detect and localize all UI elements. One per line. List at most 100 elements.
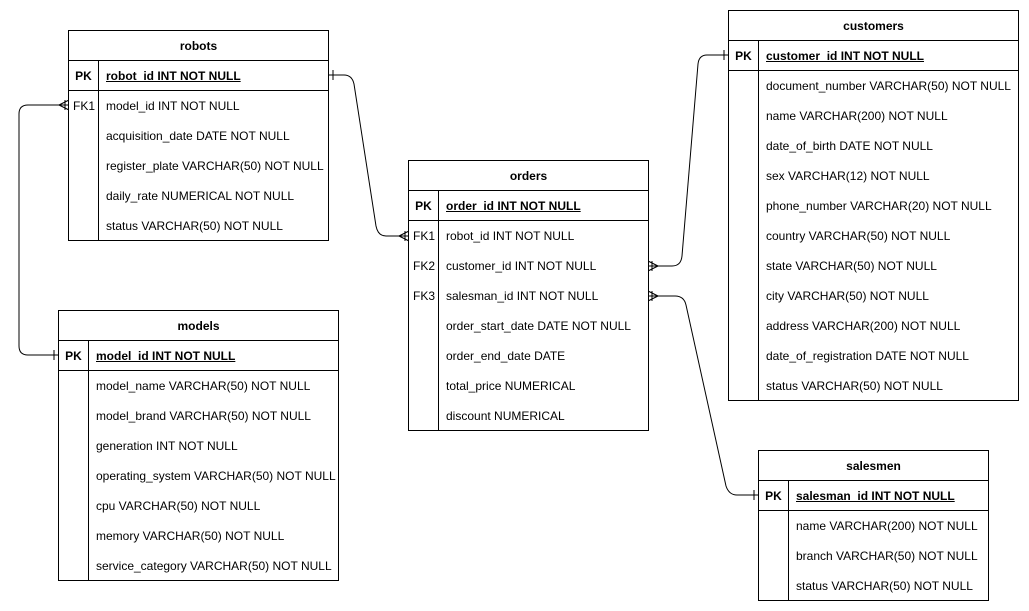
- primary-key-row: PK model_id INT NOT NULL: [59, 341, 338, 371]
- field-name: salesman_id INT NOT NULL: [796, 489, 955, 503]
- field-name: sex VARCHAR(12) NOT NULL: [766, 169, 930, 183]
- key-label: PK: [69, 61, 99, 90]
- field-name: model_id INT NOT NULL: [96, 349, 236, 363]
- field-name: register_plate VARCHAR(50) NOT NULL: [106, 159, 324, 173]
- field-name: robot_id INT NOT NULL: [106, 69, 241, 83]
- field-name: name VARCHAR(200) NOT NULL: [766, 109, 948, 123]
- key-label: [729, 341, 759, 371]
- field-row: model_name VARCHAR(50) NOT NULL: [59, 371, 338, 401]
- field-name: phone_number VARCHAR(20) NOT NULL: [766, 199, 992, 213]
- field-name: acquisition_date DATE NOT NULL: [106, 129, 290, 143]
- field-name: order_id INT NOT NULL: [446, 199, 581, 213]
- key-label: [409, 371, 439, 401]
- key-label: FK2: [412, 259, 435, 273]
- key-label: [409, 401, 439, 431]
- entity-title: robots: [69, 31, 328, 61]
- field-name: service_category VARCHAR(50) NOT NULL: [96, 559, 332, 573]
- key-label: [59, 401, 89, 431]
- primary-key-row: PK salesman_id INT NOT NULL: [759, 481, 988, 511]
- field-name: total_price NUMERICAL: [446, 379, 576, 393]
- field-name: date_of_registration DATE NOT NULL: [766, 349, 969, 363]
- field-row: daily_rate NUMERICAL NOT NULL: [69, 181, 328, 211]
- key-label: [729, 71, 759, 101]
- key-label: FK1: [412, 229, 435, 243]
- field-name: country VARCHAR(50) NOT NULL: [766, 229, 951, 243]
- field-row: document_number VARCHAR(50) NOT NULL: [729, 71, 1018, 101]
- key-label: [59, 431, 89, 461]
- field-name: status VARCHAR(50) NOT NULL: [766, 379, 943, 393]
- key-label: [409, 341, 439, 371]
- field-name: salesman_id INT NOT NULL: [446, 289, 599, 303]
- key-label: PK: [729, 41, 759, 70]
- key-label: [729, 281, 759, 311]
- key-label: [59, 461, 89, 491]
- field-name: city VARCHAR(50) NOT NULL: [766, 289, 929, 303]
- key-label: [729, 101, 759, 131]
- key-label: [69, 211, 99, 241]
- field-name: model_brand VARCHAR(50) NOT NULL: [96, 409, 311, 423]
- field-name: status VARCHAR(50) NOT NULL: [106, 219, 283, 233]
- field-row: status VARCHAR(50) NOT NULL: [759, 571, 988, 601]
- field-row: model_brand VARCHAR(50) NOT NULL: [59, 401, 338, 431]
- field-row: name VARCHAR(200) NOT NULL: [729, 101, 1018, 131]
- key-label: [59, 551, 89, 581]
- entity-title: customers: [729, 11, 1018, 41]
- key-label: [729, 161, 759, 191]
- field-list: model_name VARCHAR(50) NOT NULL model_br…: [59, 371, 338, 581]
- key-label: FK1: [72, 99, 95, 113]
- key-label: FK3: [412, 289, 435, 303]
- field-row: acquisition_date DATE NOT NULL: [69, 121, 328, 151]
- entity-title: orders: [409, 161, 648, 191]
- field-name: order_end_date DATE: [446, 349, 566, 363]
- field-row: country VARCHAR(50) NOT NULL: [729, 221, 1018, 251]
- relationship-salesmen-orders: [647, 290, 759, 500]
- key-label: [59, 371, 89, 401]
- field-row: sex VARCHAR(12) NOT NULL: [729, 161, 1018, 191]
- field-row: status VARCHAR(50) NOT NULL: [729, 371, 1018, 401]
- field-name: memory VARCHAR(50) NOT NULL: [96, 529, 285, 543]
- field-row: total_price NUMERICAL: [409, 371, 648, 401]
- field-row: phone_number VARCHAR(20) NOT NULL: [729, 191, 1018, 221]
- field-row: address VARCHAR(200) NOT NULL: [729, 311, 1018, 341]
- field-name: address VARCHAR(200) NOT NULL: [766, 319, 961, 333]
- field-row: register_plate VARCHAR(50) NOT NULL: [69, 151, 328, 181]
- field-name: state VARCHAR(50) NOT NULL: [766, 259, 937, 273]
- entity-models[interactable]: models PK model_id INT NOT NULL model_na…: [58, 310, 339, 581]
- field-name: customer_id INT NOT NULL: [766, 49, 925, 63]
- field-name: operating_system VARCHAR(50) NOT NULL: [96, 469, 336, 483]
- key-label: [729, 191, 759, 221]
- relationship-customers-orders: [647, 50, 729, 272]
- field-row: date_of_registration DATE NOT NULL: [729, 341, 1018, 371]
- field-name: branch VARCHAR(50) NOT NULL: [796, 549, 978, 563]
- field-row: name VARCHAR(200) NOT NULL: [759, 511, 988, 541]
- field-name: date_of_birth DATE NOT NULL: [766, 139, 933, 153]
- field-row: FK3 salesman_id INT NOT NULL: [409, 281, 648, 311]
- key-label: [59, 491, 89, 521]
- field-row: cpu VARCHAR(50) NOT NULL: [59, 491, 338, 521]
- key-label: [59, 521, 89, 551]
- field-row: memory VARCHAR(50) NOT NULL: [59, 521, 338, 551]
- primary-key-row: PK customer_id INT NOT NULL: [729, 41, 1018, 71]
- field-row: order_start_date DATE NOT NULL: [409, 311, 648, 341]
- field-row: status VARCHAR(50) NOT NULL: [69, 211, 328, 241]
- field-row: generation INT NOT NULL: [59, 431, 338, 461]
- key-label: [759, 511, 789, 541]
- key-label: [729, 371, 759, 401]
- key-label: PK: [59, 341, 89, 370]
- field-row: branch VARCHAR(50) NOT NULL: [759, 541, 988, 571]
- field-name: cpu VARCHAR(50) NOT NULL: [96, 499, 261, 513]
- key-label: [409, 311, 439, 341]
- relationship-models-robots: [18, 99, 70, 360]
- key-label: [69, 151, 99, 181]
- entity-title: models: [59, 311, 338, 341]
- entity-customers[interactable]: customers PK customer_id INT NOT NULL do…: [728, 10, 1019, 401]
- entity-salesmen[interactable]: salesmen PK salesman_id INT NOT NULL nam…: [758, 450, 989, 601]
